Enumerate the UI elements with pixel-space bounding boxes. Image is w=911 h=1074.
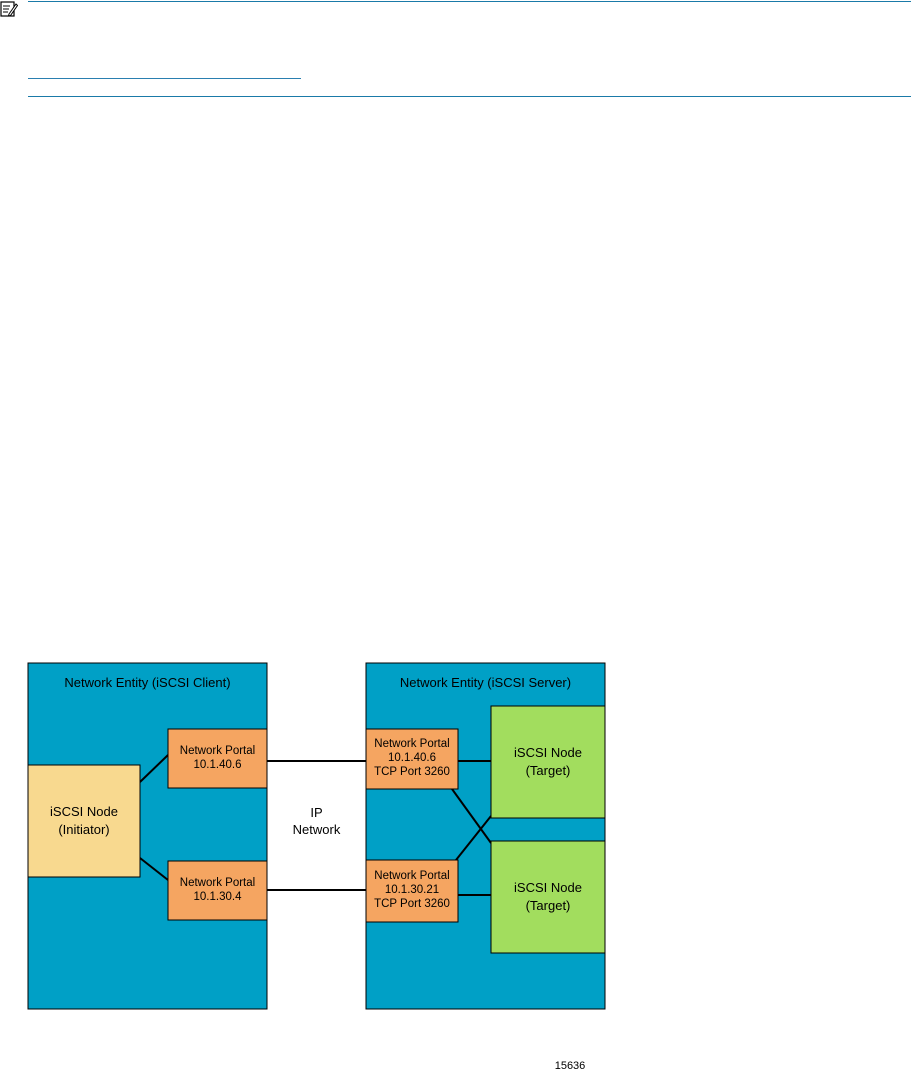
note-top-rule	[28, 1, 911, 2]
portal-2-to-target-1-link	[455, 815, 492, 861]
client-portal-2-label: Network Portal 10.1.30.4	[168, 876, 267, 904]
server-portal-1-port: TCP Port 3260	[374, 766, 450, 778]
target-node-2-label: iSCSI Node (Target)	[491, 879, 605, 915]
target-node-1-name: iSCSI Node	[514, 745, 582, 760]
client-portal-2-address: 10.1.30.4	[193, 891, 242, 903]
server-portal-2-box	[365, 859, 459, 923]
client-portal-1-label: Network Portal 10.1.40.6	[168, 744, 267, 772]
ip-network-line2: Network	[292, 822, 341, 837]
server-portal-1-box	[365, 728, 459, 790]
note-pencil-icon	[0, 1, 18, 17]
ip-network-line1: IP	[310, 805, 323, 820]
ip-network-label: IP Network	[267, 804, 366, 838]
target-node-1-box	[490, 705, 606, 819]
server-portal-2-label: Network Portal 10.1.30.21 TCP Port 3260	[366, 869, 458, 911]
initiator-node-name: iSCSI Node	[50, 804, 118, 819]
server-portal-1-title: Network Portal	[374, 738, 450, 750]
client-portal-1-title: Network Portal	[179, 745, 256, 757]
server-portal-1-label: Network Portal 10.1.40.6 TCP Port 3260	[366, 737, 458, 779]
server-entity-title: Network Entity (iSCSI Server)	[399, 675, 572, 690]
target-node-2-role: (Target)	[525, 898, 571, 913]
server-portal-2-port: TCP Port 3260	[374, 898, 450, 910]
note-bottom-rule	[28, 96, 911, 97]
initiator-to-portal-2-link	[139, 857, 169, 881]
target-node-2-box	[490, 840, 606, 954]
client-portal-2-box	[167, 860, 268, 921]
target-node-2-name: iSCSI Node	[514, 880, 582, 895]
server-portal-2-address: 10.1.30.21	[384, 884, 440, 896]
initiator-node-role: (Initiator)	[58, 822, 110, 837]
server-portal-2-title: Network Portal	[374, 870, 450, 882]
figure-number: 15636	[554, 1060, 586, 1072]
client-portal-2-title: Network Portal	[179, 877, 256, 889]
target-node-1-role: (Target)	[525, 763, 571, 778]
initiator-node-box	[27, 764, 141, 878]
client-portal-1-address: 10.1.40.6	[193, 759, 242, 771]
portal-1-to-target-2-link	[451, 788, 492, 844]
client-portal-1-box	[167, 728, 268, 789]
initiator-to-portal-1-link	[139, 754, 169, 783]
note-link-underline[interactable]	[28, 78, 301, 79]
target-node-1-label: iSCSI Node (Target)	[491, 744, 605, 780]
client-entity-title: Network Entity (iSCSI Client)	[64, 675, 231, 690]
initiator-node-label: iSCSI Node (Initiator)	[28, 803, 140, 839]
server-portal-1-address: 10.1.40.6	[388, 752, 436, 764]
